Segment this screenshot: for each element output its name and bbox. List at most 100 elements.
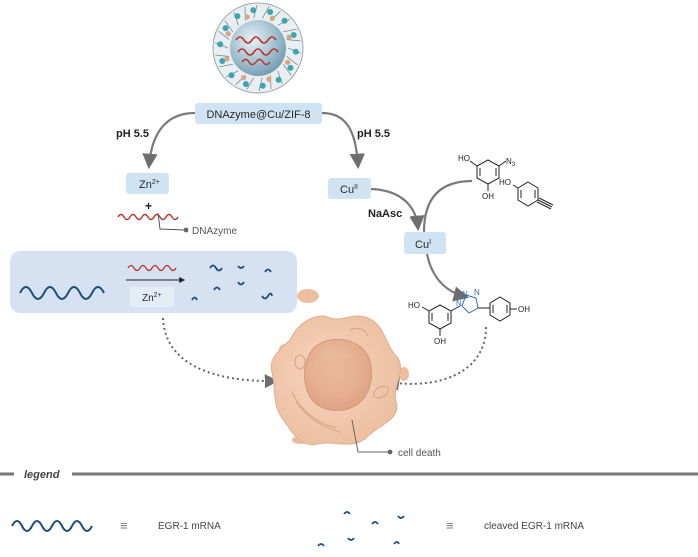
mof-cu-node — [269, 15, 275, 21]
mof-label: DNAzyme@Cu/ZIF-8 — [206, 109, 310, 121]
zn-charge: 2+ — [152, 179, 160, 186]
mof-zn-node — [267, 8, 274, 15]
ph-label-left: pH 5.5 — [116, 128, 149, 140]
mof-zn-node — [290, 32, 297, 39]
mof-linker — [224, 20, 234, 33]
dnazyme-label: DNAzyme — [192, 226, 237, 237]
triazole-n3: N — [474, 288, 480, 297]
mof-cu-node — [244, 14, 250, 20]
mof-zn-node — [234, 13, 241, 20]
cu1-box: CuI — [404, 232, 446, 254]
legend-item-egr1-mrna: EGR-1 mRNA — [158, 521, 221, 532]
zn-symbol: Zn — [139, 179, 152, 191]
dnazyme-strand: + DNAzyme — [117, 199, 237, 237]
mof-linker — [277, 70, 283, 84]
triazole-n1: N — [456, 299, 462, 308]
panel-zn-symbol: Zn — [142, 293, 154, 304]
mof-linker — [246, 77, 255, 90]
svg-text:CuII: CuII — [340, 184, 358, 196]
product-oh-right: OH — [518, 305, 530, 314]
mof-linker — [219, 63, 233, 68]
naasc-label: NaAsc — [368, 208, 402, 220]
legend-item-cleaved-mrna: cleaved EGR-1 mRNA — [484, 521, 584, 532]
mof-linker — [286, 39, 301, 42]
mof-zn-node — [281, 17, 288, 24]
svg-text:Zn2+: Zn2+ — [142, 292, 162, 304]
svg-text:Zn2+: Zn2+ — [139, 179, 160, 191]
panel-zn-box — [130, 287, 174, 307]
dotted-arrow-product-to-cell — [385, 326, 487, 391]
legend-cleaved-symbol — [317, 511, 405, 547]
mof-cu-node — [286, 34, 292, 40]
cell-death-label: cell death — [398, 448, 441, 459]
ph-label-right: pH 5.5 — [357, 128, 390, 140]
mof-cu-node — [266, 76, 272, 82]
mof-zn-node — [228, 72, 235, 79]
mof-zn-node — [242, 81, 249, 88]
mof-cu-nodes — [224, 14, 292, 82]
mof-linker — [261, 6, 270, 19]
legend-egr1-mrna-symbol — [11, 520, 93, 532]
arrow-to-zn — [142, 111, 196, 170]
mof-linker — [218, 30, 230, 40]
arrow-azide-to-cu1 — [422, 179, 473, 233]
mof-label-box: DNAzyme@Cu/ZIF-8 — [195, 103, 322, 124]
triazole-n2: N — [462, 290, 468, 299]
mof-zn-node — [219, 57, 226, 64]
alkyne-molecule — [512, 181, 554, 210]
mof-cu-node — [224, 56, 230, 62]
mof-cu-node — [225, 31, 231, 37]
azide-oh: OH — [482, 192, 494, 201]
mof-cu-node — [241, 75, 247, 81]
legend-title: legend — [24, 469, 60, 481]
cu2-oxidation: II — [354, 184, 358, 191]
mof-zn-node — [217, 41, 224, 48]
mof-core — [230, 20, 286, 76]
mof-zn-node — [287, 64, 294, 71]
mof-zn-node — [222, 25, 229, 32]
product-oh-bottom: OH — [434, 337, 446, 346]
panel-zn-charge: 2+ — [154, 292, 162, 299]
product-ho: HO — [408, 301, 420, 310]
dotted-arrow-panel-to-cell — [162, 317, 279, 389]
arrow-cu2-to-cu1 — [370, 187, 425, 232]
azide-ho: HO — [458, 154, 470, 163]
mof-cu-node — [285, 59, 291, 65]
mof-linker — [215, 54, 230, 57]
cu1-oxidation: I — [429, 239, 431, 246]
mof-linker — [283, 28, 297, 33]
azide-n-sub: 3 — [512, 162, 516, 168]
panel-dnazyme — [127, 264, 177, 272]
svg-text:CuI: CuI — [415, 239, 431, 251]
mof-zn-node — [275, 76, 282, 83]
mof-framework — [215, 4, 301, 92]
mof-zn-node — [259, 82, 266, 89]
mof-linker — [286, 56, 298, 66]
mof-dnazyme-strand — [235, 36, 277, 44]
arrow-cu1-to-product — [425, 253, 469, 302]
cu1-symbol: Cu — [415, 239, 429, 251]
cleavage-panel: Zn2+ — [10, 251, 297, 313]
cu2-symbol: Cu — [340, 184, 354, 196]
legend-equiv-2: ≡ — [446, 518, 454, 533]
panel-egr1-mrna — [19, 286, 105, 300]
mof-zn-node — [292, 48, 299, 55]
svg-text:N3: N3 — [506, 157, 516, 168]
mof-zn-nodes — [217, 7, 299, 89]
cancer-cell: cell death — [270, 289, 441, 459]
cu2-box: CuII — [328, 178, 371, 199]
plus-sign: + — [145, 199, 152, 213]
mof-nanoparticle — [212, 2, 304, 94]
zn-ion-box: Zn2+ — [126, 173, 169, 194]
triazole-product — [421, 294, 517, 336]
arrow-to-cu2 — [321, 111, 366, 170]
mof-dnazyme-strand — [241, 58, 271, 66]
alkyne-ho: HO — [499, 178, 511, 187]
mof-dnazyme-strand — [237, 48, 279, 56]
mof-linker — [233, 12, 239, 26]
legend-equiv-1: ≡ — [120, 518, 128, 533]
panel-cleaved-fragments — [191, 264, 273, 301]
mof-zn-node — [250, 7, 257, 14]
